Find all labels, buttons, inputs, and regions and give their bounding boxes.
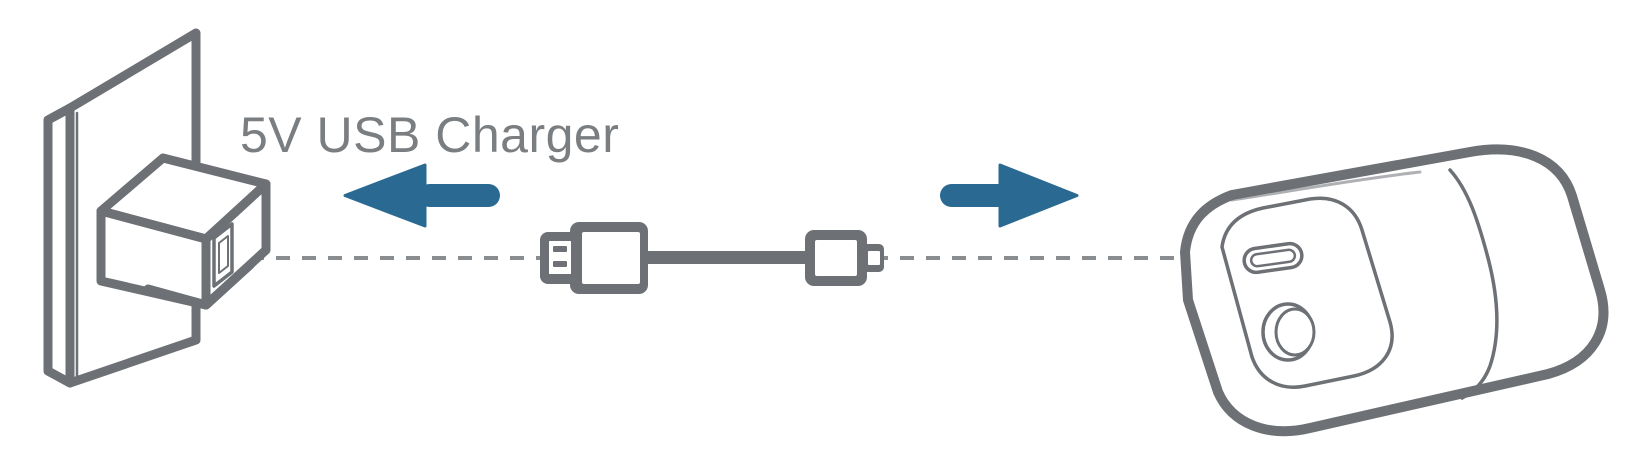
usb-cable xyxy=(640,251,812,264)
charger-label: 5V USB Charger xyxy=(240,107,619,163)
device-power-button[interactable] xyxy=(1261,302,1316,362)
micro-usb-connector xyxy=(805,230,884,286)
portable-device xyxy=(1180,144,1609,437)
device-micro-usb-port xyxy=(1242,241,1304,275)
charger-usb-port-icon xyxy=(212,222,234,288)
arrow-right xyxy=(940,163,1079,228)
arrow-left xyxy=(343,163,500,228)
usb-a-connector xyxy=(540,222,648,294)
wall-charger xyxy=(96,153,271,310)
